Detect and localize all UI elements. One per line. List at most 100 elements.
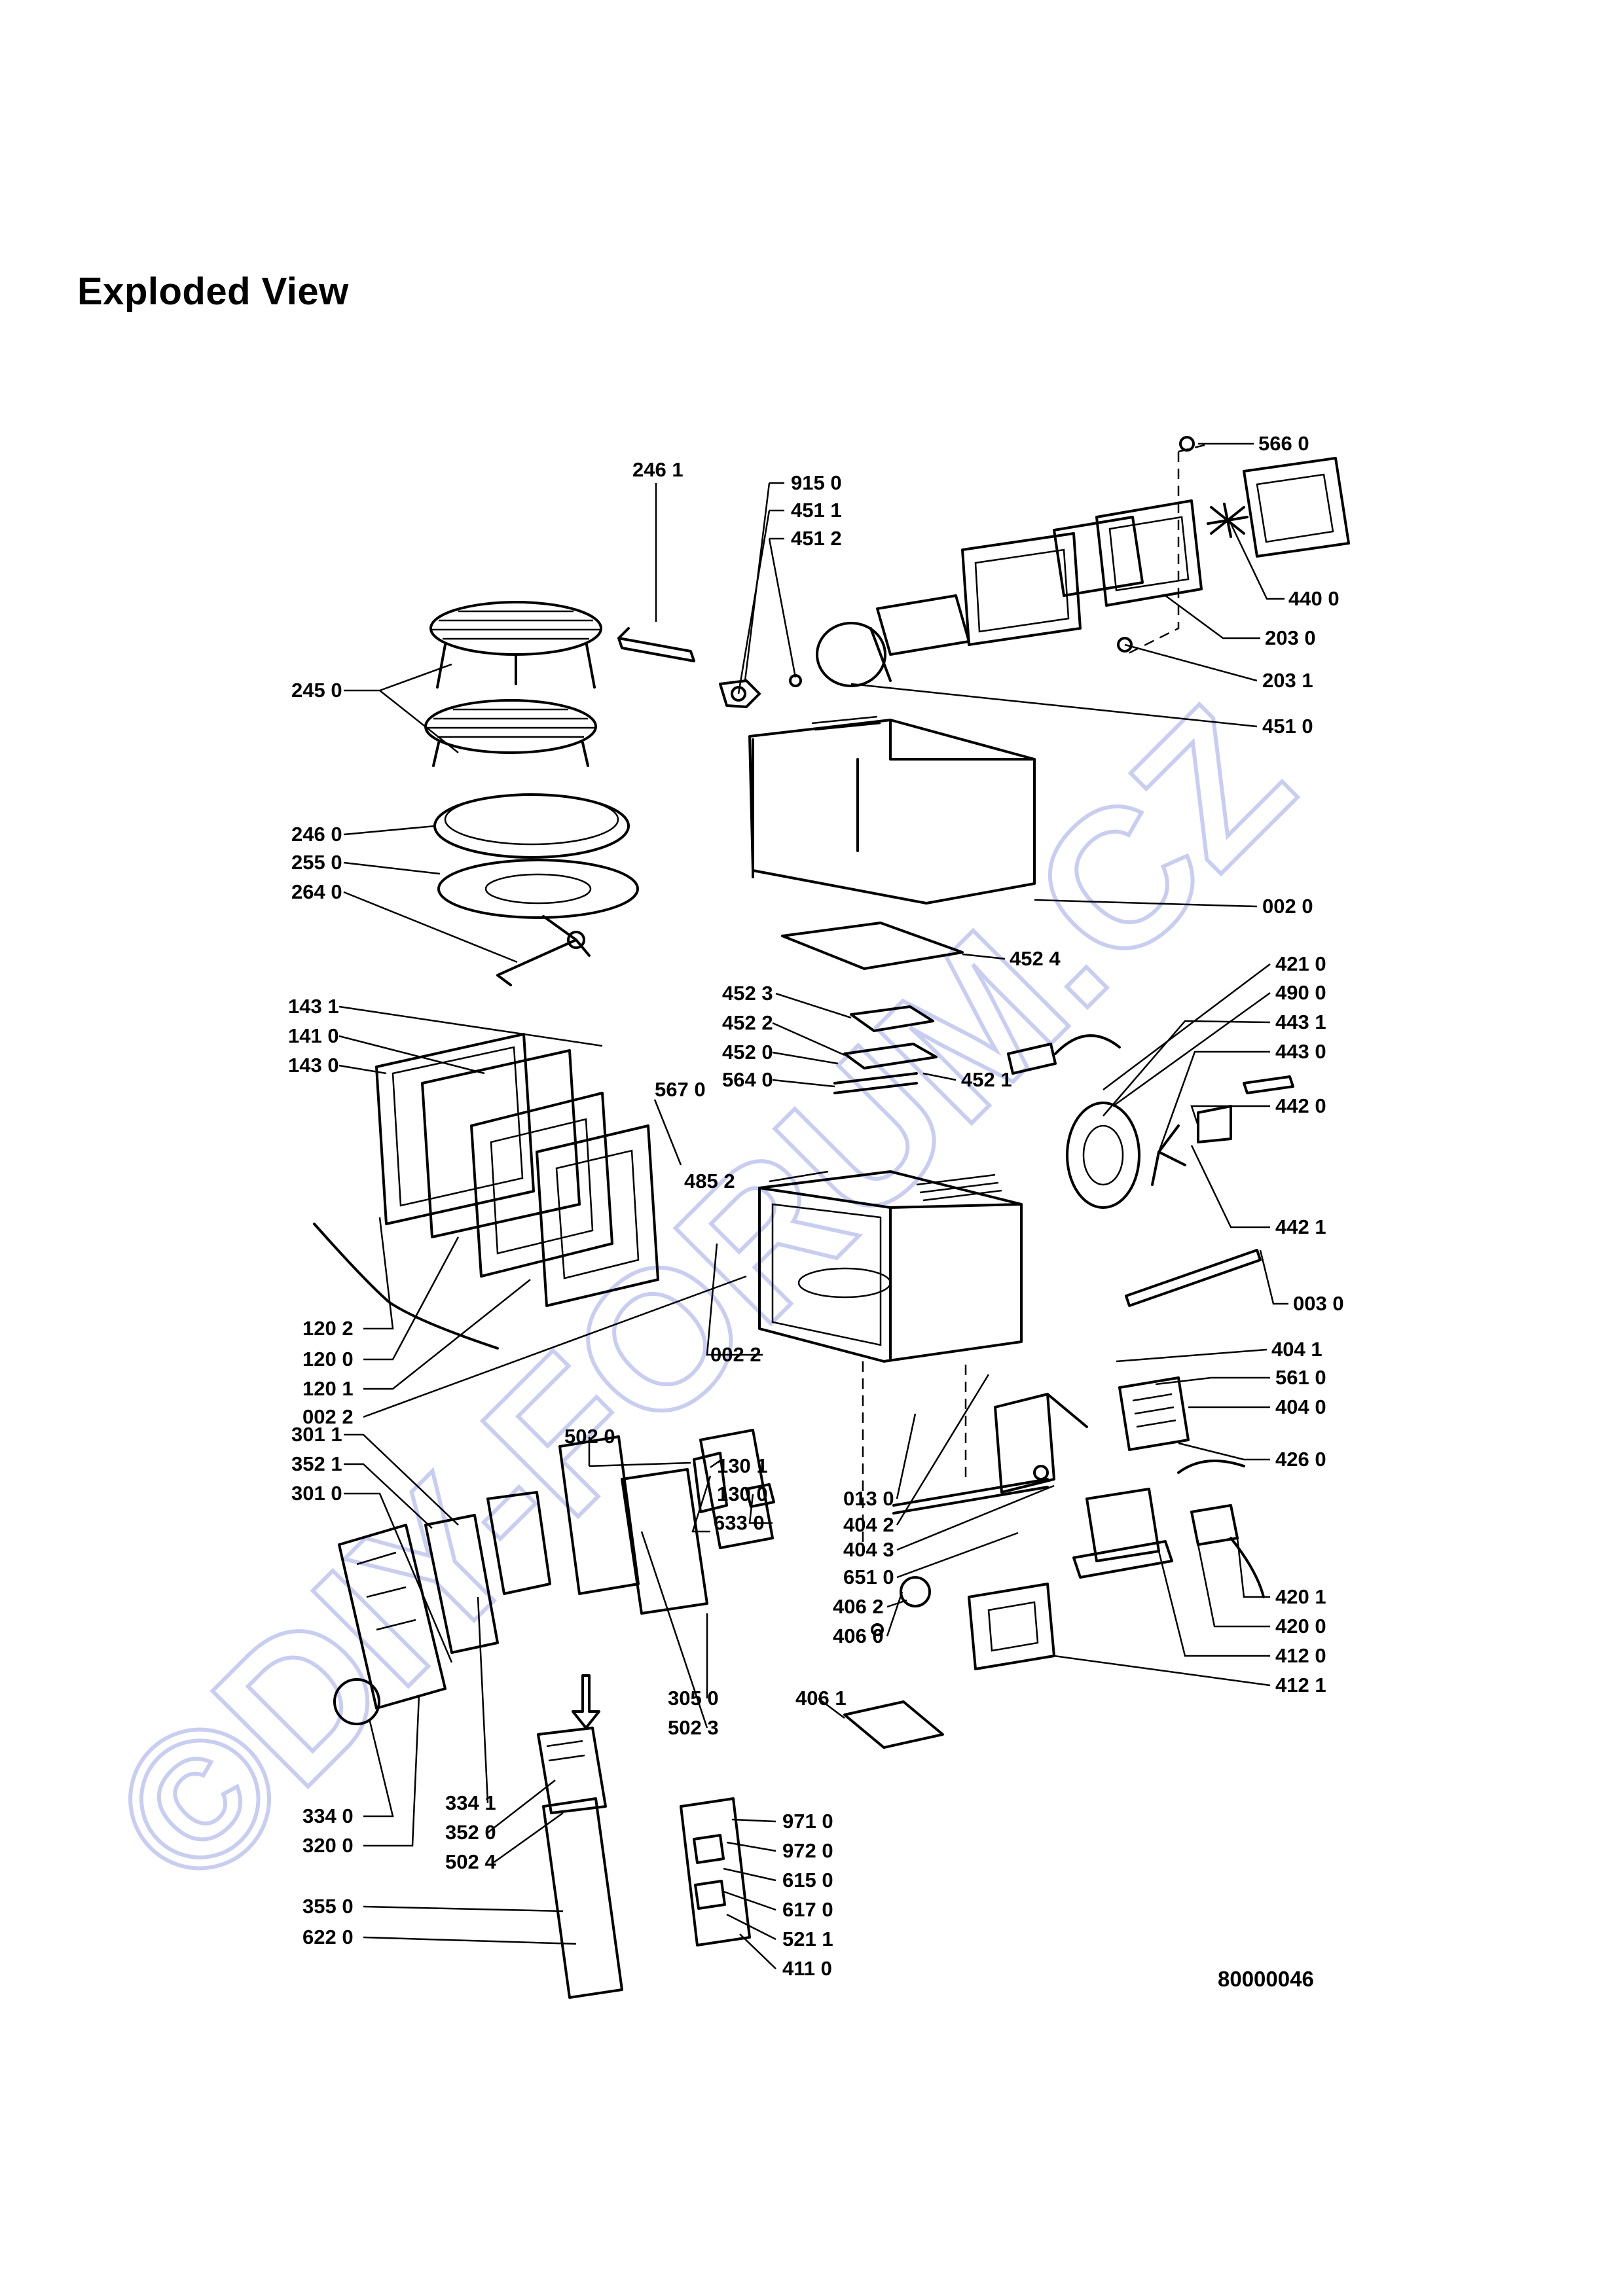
callout-label: 971 0 [782,1810,833,1833]
callout-label: 404 3 [843,1538,894,1561]
grill-rack-upper [429,601,602,689]
shield-plate [968,1583,1055,1670]
callout-label: 502 0 [564,1425,615,1448]
callout-label: 915 0 [791,471,842,494]
callout-label: 002 0 [1262,895,1313,918]
callout-label: 334 1 [445,1791,496,1814]
rack-holder [617,627,695,662]
callout-label: 143 0 [288,1054,339,1077]
display-module [537,1727,623,1999]
callout-label: 502 4 [445,1850,496,1873]
callout-label: 440 0 [1288,587,1340,610]
callout-label: 334 0 [302,1804,354,1827]
callout-label: 301 1 [291,1423,342,1446]
fan-and-cover [1117,436,1350,653]
oven-cavity [758,1170,1023,1363]
callout-label: 130 1 [717,1454,768,1477]
callout-label: 120 2 [302,1317,354,1340]
callout-label: 452 3 [722,982,773,1005]
hv-capacitor-diode [1177,1460,1265,1598]
callout-label: 451 1 [791,499,842,522]
callout-label: 246 0 [291,823,342,846]
callout-label: 426 0 [1275,1448,1326,1471]
callout-label: 003 0 [1293,1292,1344,1315]
control-pcb [558,1429,774,1615]
callout-label: 013 0 [843,1487,894,1510]
callout-label: 406 1 [795,1687,847,1710]
callout-label: 972 0 [782,1839,833,1862]
callout-label: 406 0 [833,1624,884,1647]
bracket-assembly [892,1393,1088,1515]
callout-label: 442 0 [1275,1094,1326,1117]
callout-label: 420 1 [1275,1585,1326,1608]
callout-label: 305 0 [668,1687,719,1710]
roller-ring [437,859,639,919]
heater-box [961,499,1203,646]
glass-tray [433,793,630,859]
callout-label: 567 0 [655,1078,706,1101]
cooling-fan [1066,1075,1294,1209]
callout-label: 443 1 [1275,1011,1326,1033]
callout-label: 617 0 [782,1898,833,1921]
dashed-guide-top [1125,444,1205,656]
callout-label: 566 0 [1258,432,1309,455]
support-rail [1125,1249,1262,1307]
callout-label: 502 3 [668,1716,719,1739]
callout-label: 633 0 [714,1511,765,1534]
callout-label: 651 0 [843,1566,894,1588]
door-frame [421,1049,659,1307]
callout-label: 141 0 [288,1024,339,1047]
callout-label: 420 0 [1275,1615,1326,1638]
callout-label: 622 0 [302,1926,354,1948]
door-interlock [693,1452,775,1513]
callout-label: 352 0 [445,1821,496,1844]
callout-label: 404 2 [843,1513,894,1536]
callout-label: 406 2 [833,1595,884,1618]
callout-label: 255 0 [291,851,342,874]
drawing-number: 80000046 [1218,1967,1314,1991]
callout-label: 561 0 [1275,1366,1326,1389]
callout-label: 143 1 [288,995,339,1018]
arrow-down [572,1674,600,1729]
callout-label: 421 0 [1275,952,1326,975]
callout-label: 452 2 [722,1011,773,1034]
callout-label: 451 2 [791,527,842,550]
callout-label: 002 2 [710,1343,761,1366]
transformer [1072,1488,1173,1579]
callout-label: 521 1 [782,1928,833,1950]
callout-label: 120 1 [302,1377,354,1400]
callout-label: 203 0 [1265,626,1316,649]
thermal-cutout [1007,1034,1121,1075]
page-title: Exploded View [77,270,349,313]
callout-label: 203 1 [1262,669,1313,692]
grill-rack-lower [424,699,597,767]
callout-label: 404 1 [1271,1338,1322,1361]
cover-plate [781,922,964,970]
control-keyboard [424,1491,551,1654]
callout-label: 443 0 [1275,1040,1326,1063]
callout-label: 301 0 [291,1482,342,1505]
callout-label: 002 2 [302,1405,354,1428]
callout-label: 412 1 [1275,1674,1326,1696]
callout-label: 490 0 [1275,981,1326,1004]
callout-label: 411 0 [782,1957,832,1980]
door-glass [375,1033,535,1225]
callout-label: 564 0 [722,1068,773,1091]
callout-label: 245 0 [291,679,342,702]
callout-label: 451 0 [1262,715,1313,738]
callout-label: 404 0 [1275,1395,1326,1418]
callout-label: 452 4 [1010,947,1061,970]
dashed-guide-bottom [862,1361,967,1545]
turntable-motor [843,1576,944,1749]
power-board [680,1797,751,1946]
callout-label: 355 0 [302,1895,354,1918]
callout-label: 246 1 [632,458,684,481]
turntable-support [496,915,591,986]
callout-label: 442 1 [1275,1215,1326,1238]
callout-label: 120 0 [302,1348,354,1371]
callout-label: 452 0 [722,1041,773,1064]
callout-label: 130 0 [717,1482,768,1505]
control-panel-frame [333,1524,447,1725]
callout-label: 352 1 [291,1452,342,1475]
